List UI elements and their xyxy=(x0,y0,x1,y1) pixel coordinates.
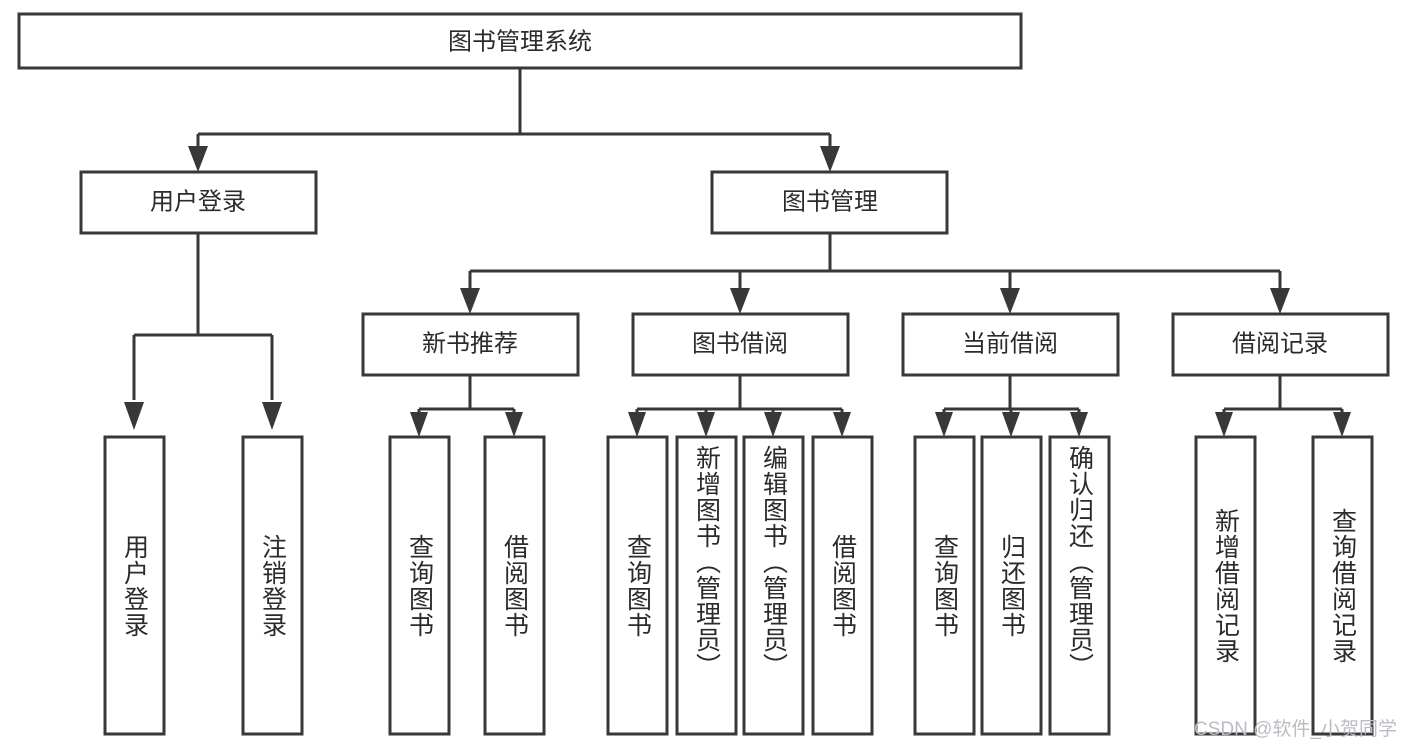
leaf-query-record-box[interactable] xyxy=(1311,435,1374,736)
leaf-return-book-box[interactable] xyxy=(980,435,1043,736)
arrow-to-leaf-logout xyxy=(262,402,282,430)
connector-layer xyxy=(124,68,1351,437)
arrow-to-leaf-query-book-b xyxy=(628,412,646,437)
arrow-to-current-borrow xyxy=(1000,288,1020,314)
node-borrow-records-label: 借阅记录 xyxy=(1232,330,1328,357)
arrow-to-leaf-query-record xyxy=(1333,412,1351,437)
arrow-to-leaf-return-book xyxy=(1002,412,1020,437)
arrow-to-leaf-add-book xyxy=(697,412,715,437)
arrow-to-book-mgmt xyxy=(820,146,840,172)
leaf-add-record-box[interactable] xyxy=(1194,435,1257,736)
arrow-to-leaf-query-book-a xyxy=(410,412,428,437)
leaf-query-book-c-box[interactable] xyxy=(913,435,976,736)
leaf-borrow-book-a-box[interactable] xyxy=(483,435,546,736)
node-book-borrow-label: 图书借阅 xyxy=(692,330,788,357)
arrow-to-leaf-add-record xyxy=(1215,412,1233,437)
node-borrow-records-box[interactable] xyxy=(1171,312,1390,377)
node-book-mgmt-box[interactable] xyxy=(710,170,949,235)
node-new-book-box[interactable] xyxy=(361,312,580,377)
leaf-query-book-b-box[interactable] xyxy=(606,435,669,736)
arrow-to-leaf-query-book-c xyxy=(935,412,953,437)
leaf-query-book-a-box[interactable] xyxy=(388,435,451,736)
arrow-to-user-login xyxy=(188,146,208,172)
arrow-to-leaf-user-login xyxy=(124,402,144,430)
arrow-to-new-book xyxy=(460,288,480,314)
node-user-login-label: 用户登录 xyxy=(150,188,246,215)
node-book-mgmt-label: 图书管理 xyxy=(782,188,878,215)
leaf-add-book-box[interactable] xyxy=(675,435,738,736)
node-current-borrow-box[interactable] xyxy=(901,312,1120,377)
arrow-to-leaf-borrow-book-b xyxy=(833,412,851,437)
arrow-to-borrow-records xyxy=(1270,288,1290,314)
node-current-borrow-label: 当前借阅 xyxy=(962,330,1058,357)
arrow-to-book-borrow xyxy=(730,288,750,314)
arrow-to-leaf-edit-book xyxy=(764,412,782,437)
leaf-logout-box[interactable] xyxy=(241,435,304,736)
csdn-watermark: CSDN @软件_小贺同学 xyxy=(1194,719,1397,740)
arrow-to-leaf-borrow-book-a xyxy=(505,412,523,437)
node-new-book-label: 新书推荐 xyxy=(422,330,518,357)
node-root-label: 图书管理系统 xyxy=(448,28,592,55)
leaf-confirm-return-box[interactable] xyxy=(1048,435,1111,736)
leaf-user-login-box[interactable] xyxy=(103,435,166,736)
node-book-borrow-box[interactable] xyxy=(631,312,850,377)
node-layer: 图书管理系统 用户登录 图书管理 新书推荐 图书借阅 当前借阅 借阅记录 xyxy=(17,12,1390,736)
arrow-to-leaf-confirm-return xyxy=(1070,412,1088,437)
node-user-login-box[interactable] xyxy=(79,170,318,235)
leaf-borrow-book-b-box[interactable] xyxy=(811,435,874,736)
leaf-edit-book-box[interactable] xyxy=(742,435,805,736)
node-root-box[interactable] xyxy=(17,12,1023,70)
